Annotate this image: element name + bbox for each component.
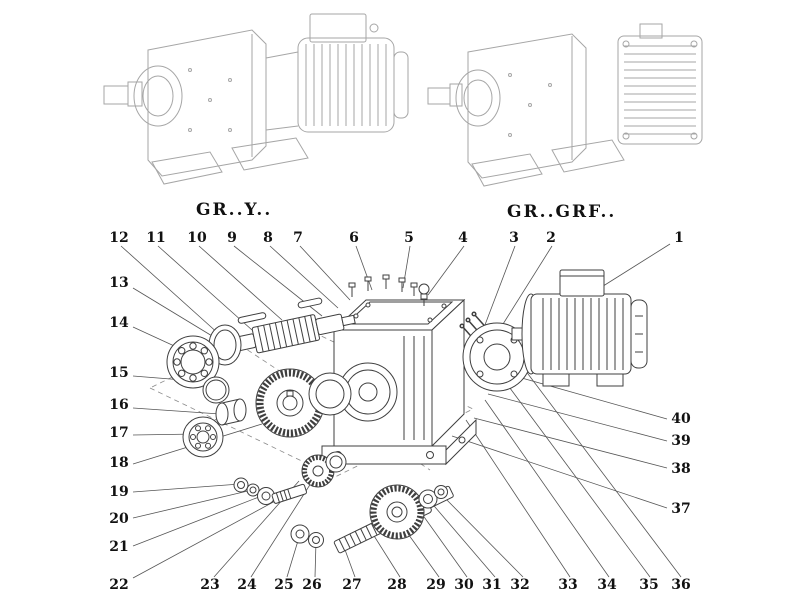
callout-33: 33 [558,577,578,593]
callout-15: 15 [109,365,129,381]
small-gear [301,451,347,488]
lower-bearing [182,416,224,458]
exploded-view [120,243,682,579]
gear-spacer-ring [308,372,352,416]
spacer-sleeve [215,398,247,426]
callout-27: 27 [342,577,362,593]
callout-24: 24 [237,577,257,593]
callout-36: 36 [671,577,691,593]
callout-8: 8 [263,230,273,246]
variant-label-gr-grf: GR..GRF.. [507,202,617,222]
eye-bolt [418,283,430,306]
callout-4: 4 [458,230,468,246]
leader-lines [120,243,682,579]
pinion-shaft [271,483,307,504]
gr-grf-drawing [427,23,703,187]
gr-y-motor [297,13,409,133]
callout-23: 23 [200,577,220,593]
callout-16: 16 [109,397,129,413]
callout-10: 10 [187,230,207,246]
retaining-ring [202,376,230,404]
callout-35: 35 [639,577,659,593]
callout-9: 9 [227,230,237,246]
callout-38: 38 [671,461,691,477]
input-bearing [166,335,220,389]
output-shaft-assembly [333,484,454,554]
callout-34: 34 [597,577,617,593]
callout-28: 28 [387,577,407,593]
callout-30: 30 [454,577,474,593]
callout-29: 29 [426,577,446,593]
callout-39: 39 [671,433,691,449]
callout-5: 5 [404,230,414,246]
callout-17: 17 [109,425,129,441]
callout-11: 11 [146,230,166,246]
motor [511,269,648,387]
callout-22: 22 [109,577,129,593]
cover-bolts [348,274,418,297]
callout-20: 20 [109,511,129,527]
callout-7: 7 [293,230,303,246]
callout-32: 32 [510,577,530,593]
gr-y-drawing [103,13,409,185]
callout-2: 2 [546,230,556,246]
callout-18: 18 [109,455,129,471]
callout-3: 3 [509,230,519,246]
callout-6: 6 [349,230,359,246]
callout-31: 31 [482,577,502,593]
callout-1: 1 [674,230,684,246]
callout-12: 12 [109,230,129,246]
washer-set-output [290,524,324,548]
callout-13: 13 [109,275,129,291]
callout-26: 26 [302,577,322,593]
variant-label-gr-y: GR..Y.. [196,200,273,220]
callout-40: 40 [671,411,691,427]
grf-module [617,23,703,145]
callout-14: 14 [109,315,129,331]
callout-21: 21 [109,539,129,555]
callout-25: 25 [274,577,294,593]
callout-19: 19 [109,484,129,500]
callout-37: 37 [671,501,691,517]
